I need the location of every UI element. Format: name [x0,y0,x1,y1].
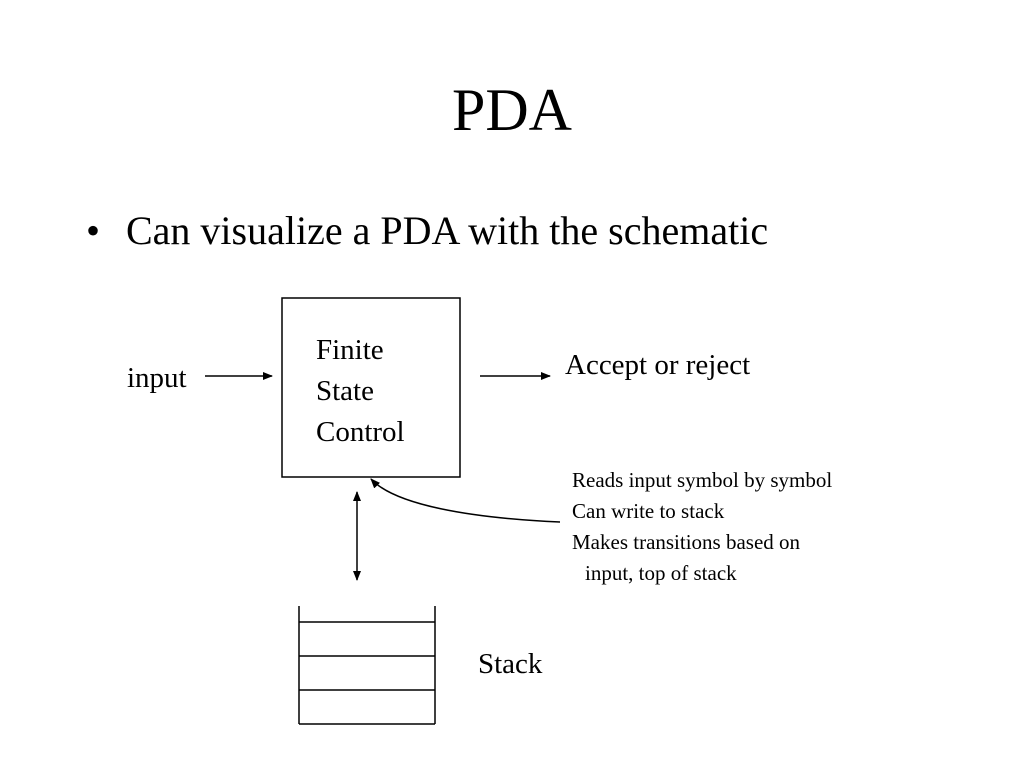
bullet-item: • Can visualize a PDA with the schematic [86,205,768,257]
output-label: Accept or reject [565,349,751,381]
input-label: input [127,362,187,394]
note-line: Makes transitions based on [572,530,801,554]
stack-label: Stack [478,648,543,680]
note-line: input, top of stack [585,561,737,585]
stack-container [298,606,436,725]
finite-state-control-box [281,297,461,478]
bullet-dot: • [86,208,101,253]
note-line: Reads input symbol by symbol [572,468,833,492]
slide-title: PDA [451,77,573,143]
control-label-line: State [316,375,374,407]
notes-pointer-arrow [370,478,561,523]
control-label: Finite State Control [316,330,405,453]
control-label-line: Control [316,416,405,448]
control-label-line: Finite [316,334,384,366]
note-line: Can write to stack [572,499,725,523]
notes-block: Reads input symbol by symbol Can write t… [572,465,832,589]
bullet-text: Can visualize a PDA with the schematic [126,208,769,253]
